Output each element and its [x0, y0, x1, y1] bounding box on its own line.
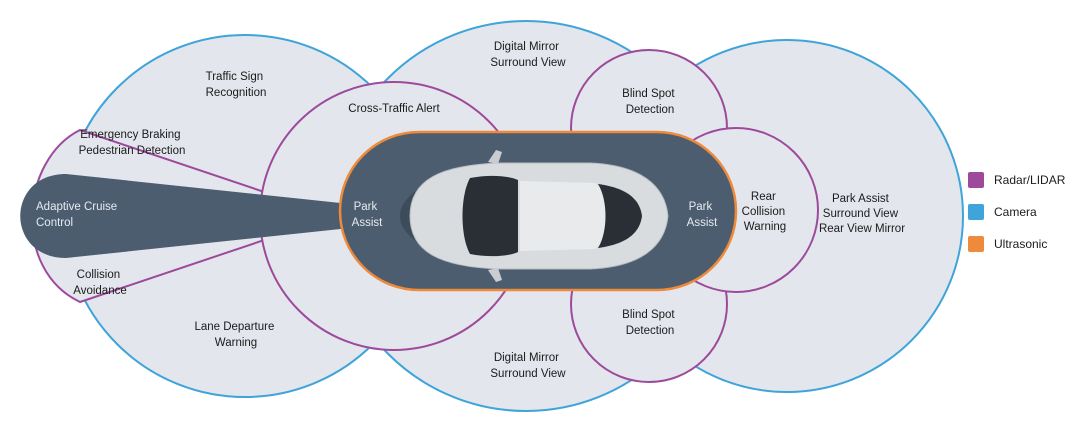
car-rear-window: [598, 184, 642, 248]
label-lane-departure: Lane Departure Warning: [194, 321, 277, 349]
label-park-assist-rear: Park Assist: [687, 201, 718, 229]
legend: Radar/LIDAR Camera Ultrasonic: [968, 170, 1065, 266]
blue-square-icon: [968, 204, 984, 220]
label-cross-traffic: Cross-Traffic Alert: [348, 103, 440, 115]
label-digital-mirror-top: Digital Mirror Surround View: [490, 41, 566, 69]
label-blind-spot-bottom: Blind Spot Detection: [622, 309, 678, 337]
legend-item-radar: Radar/LIDAR: [968, 170, 1065, 190]
legend-label: Camera: [994, 205, 1037, 219]
car-roof: [520, 181, 608, 251]
legend-item-camera: Camera: [968, 202, 1065, 222]
label-park-surround: Park Assist Surround View Rear View Mirr…: [819, 193, 905, 235]
label-digital-mirror-bottom: Digital Mirror Surround View: [490, 352, 566, 380]
label-park-assist-front: Park Assist: [352, 201, 383, 229]
car-mirror-bottom: [488, 268, 502, 282]
zone-labels: Traffic Sign Recognition Digital Mirror …: [36, 41, 905, 380]
legend-label: Ultrasonic: [994, 237, 1048, 251]
label-blind-spot-top: Blind Spot Detection: [622, 88, 678, 116]
label-adaptive-cruise: Adaptive Cruise Control: [36, 201, 120, 229]
acc-beam: [20, 174, 350, 258]
car-windshield: [462, 175, 518, 257]
label-rear-collision: Rear Collision Warning: [742, 191, 789, 233]
legend-label: Radar/LIDAR: [994, 173, 1066, 187]
legend-item-ultrasonic: Ultrasonic: [968, 234, 1065, 254]
purple-square-icon: [968, 172, 984, 188]
orange-square-icon: [968, 236, 984, 252]
label-traffic-sign: Traffic Sign Recognition: [206, 71, 267, 99]
car-mirror-top: [488, 150, 502, 164]
label-collision-avoidance: Collision Avoidance: [73, 269, 127, 297]
label-emergency-braking: Emergency Braking Pedestrian Detection: [79, 129, 186, 157]
car-top-view: [400, 150, 669, 282]
